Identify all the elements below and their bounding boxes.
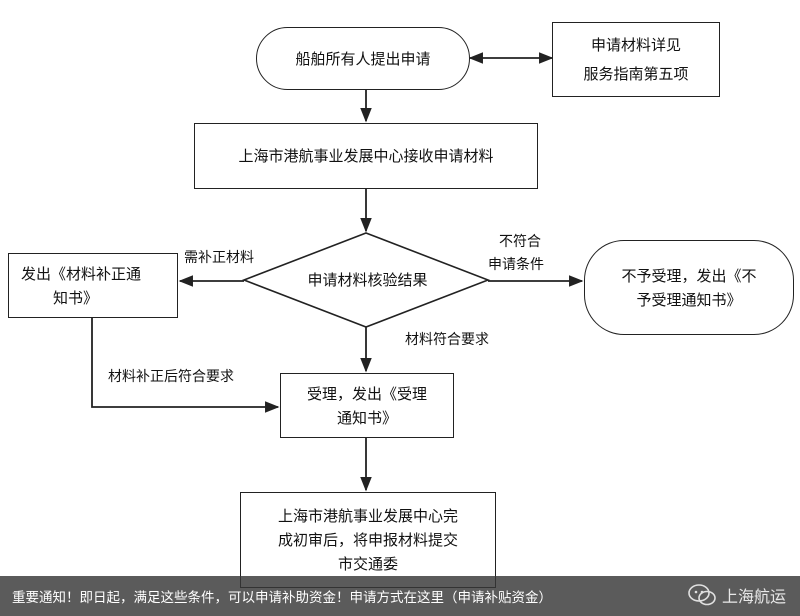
label-not-meet-line2: 申请条件 (488, 257, 544, 273)
notice-banner[interactable]: 重要通知！即日起，满足这些条件，可以申请补助资金！申请方式在这里（申请补贴资金）… (0, 576, 800, 616)
accept-node: 受理，发出《受理 通知书》 (280, 373, 454, 438)
reject-line2: 予受理通知书》 (636, 290, 742, 309)
reject-line1: 不予受理，发出《不 (621, 266, 757, 285)
accept-line1: 受理，发出《受理 (306, 384, 427, 403)
wechat-icon (688, 584, 716, 606)
brand-name: 上海航运 (721, 587, 786, 606)
supplement-line2: 知书》 (53, 288, 99, 307)
guide-line2: 服务指南第五项 (583, 64, 689, 83)
accept-line2: 通知书》 (336, 408, 397, 427)
review-line2: 成初审后，将申报材料提交 (277, 531, 458, 549)
applicant-node: 船舶所有人提出申请 (256, 27, 470, 90)
label-not-meet-line1: 不符合 (499, 234, 541, 250)
decision-text: 申请材料核验结果 (307, 271, 428, 289)
review-line3: 市交通委 (337, 555, 398, 573)
receive-text: 上海市港航事业发展中心接收申请材料 (238, 147, 494, 165)
notice-banner-text[interactable]: 重要通知！即日起，满足这些条件，可以申请补助资金！申请方式在这里（申请补贴资金） (12, 590, 552, 606)
review-line1: 上海市港航事业发展中心完 (277, 507, 458, 525)
receive-node: 上海市港航事业发展中心接收申请材料 (194, 123, 538, 189)
review-node: 上海市港航事业发展中心完 成初审后，将申报材料提交 市交通委 (240, 492, 496, 588)
reject-node: 不予受理，发出《不 予受理通知书》 (584, 240, 794, 335)
applicant-text: 船舶所有人提出申请 (295, 49, 431, 68)
service-guide-node: 申请材料详见 服务指南第五项 (552, 22, 720, 97)
supplement-notice-node: 发出《材料补正通 知书》 (8, 253, 178, 318)
label-after-supplement: 材料补正后符合要求 (108, 369, 234, 385)
supplement-line1: 发出《材料补正通 (21, 264, 142, 283)
guide-line1: 申请材料详见 (590, 36, 681, 54)
label-need-supplement: 需补正材料 (184, 250, 254, 266)
brand-watermark: 上海航运 (688, 583, 786, 607)
label-meets: 材料符合要求 (405, 332, 489, 348)
arrow-supplement-accept (91, 318, 280, 413)
